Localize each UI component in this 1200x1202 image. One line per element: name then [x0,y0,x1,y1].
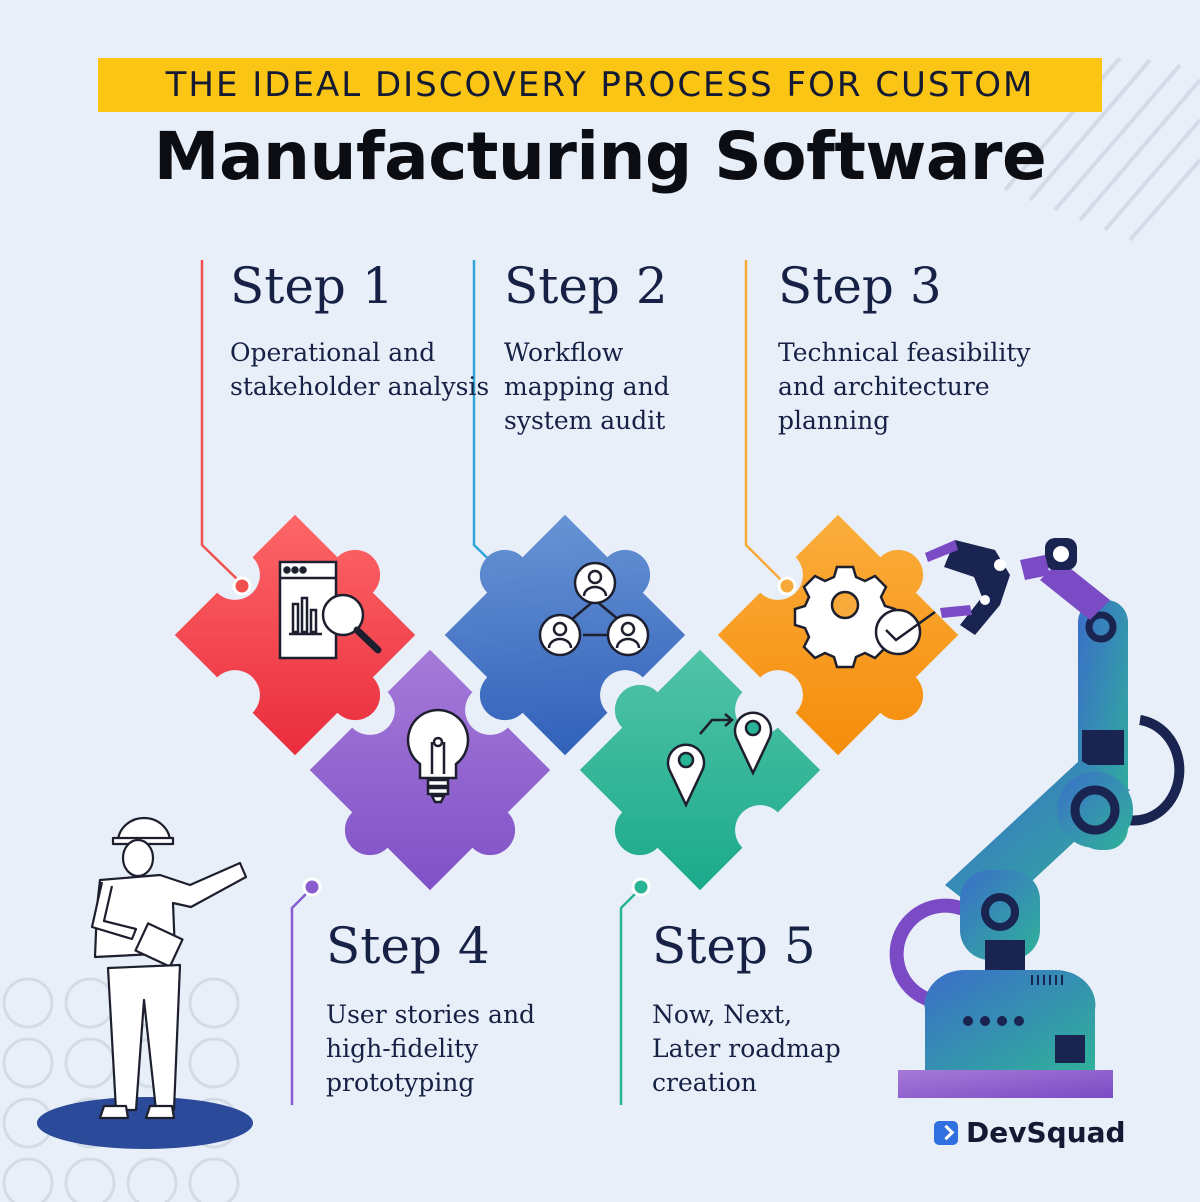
devsquad-logo-icon [934,1120,958,1145]
step-3-connector [744,260,797,596]
step-4-connector [290,877,322,1105]
step-2-label: Step 2 [504,257,668,315]
step-4: Step 4 User stories and high-fidelity pr… [326,918,556,1100]
header-banner: THE IDEAL DISCOVERY PROCESS FOR CUSTOM [98,58,1102,112]
step-5: Step 5 Now, Next, Later roadmap creation [652,918,852,1100]
gear-check-icon [793,565,936,669]
step-3-label: Step 3 [778,257,942,315]
step-1-description: Operational and stakeholder analysis [230,338,490,401]
step-3: Step 3 Technical feasibility and archite… [778,258,1048,438]
page-title: Manufacturing Software [153,118,1047,195]
step-5-description: Now, Next, Later roadmap creation [652,1000,841,1097]
step-4-description: User stories and high-fidelity prototypi… [326,1000,536,1097]
banner-text: THE IDEAL DISCOVERY PROCESS FOR CUSTOM [165,65,1035,105]
step-1: Step 1 Operational and stakeholder analy… [230,258,510,404]
step-1-connector [200,260,252,596]
brand-name: DevSquad [966,1116,1126,1149]
robot-arm-illustration [889,538,1185,1098]
step-5-connector [619,877,651,1105]
step-3-description: Technical feasibility and architecture p… [778,338,1031,435]
step-4-label: Step 4 [326,917,490,975]
step-1-label: Step 1 [230,257,394,315]
brand-logo: DevSquad [934,1116,1126,1149]
lightbulb-icon [406,708,470,804]
user-network-icon [538,561,650,657]
worker-illustration [37,816,253,1149]
step-2-description: Workflow mapping and system audit [504,338,670,435]
step-2: Step 2 Workflow mapping and system audit [504,258,684,438]
circles-decoration [2,977,240,1202]
stripes-decoration [1003,56,1200,242]
map-pins-route-icon [666,711,773,808]
step-5-label: Step 5 [652,917,816,975]
analytics-magnifier-icon [278,560,382,660]
